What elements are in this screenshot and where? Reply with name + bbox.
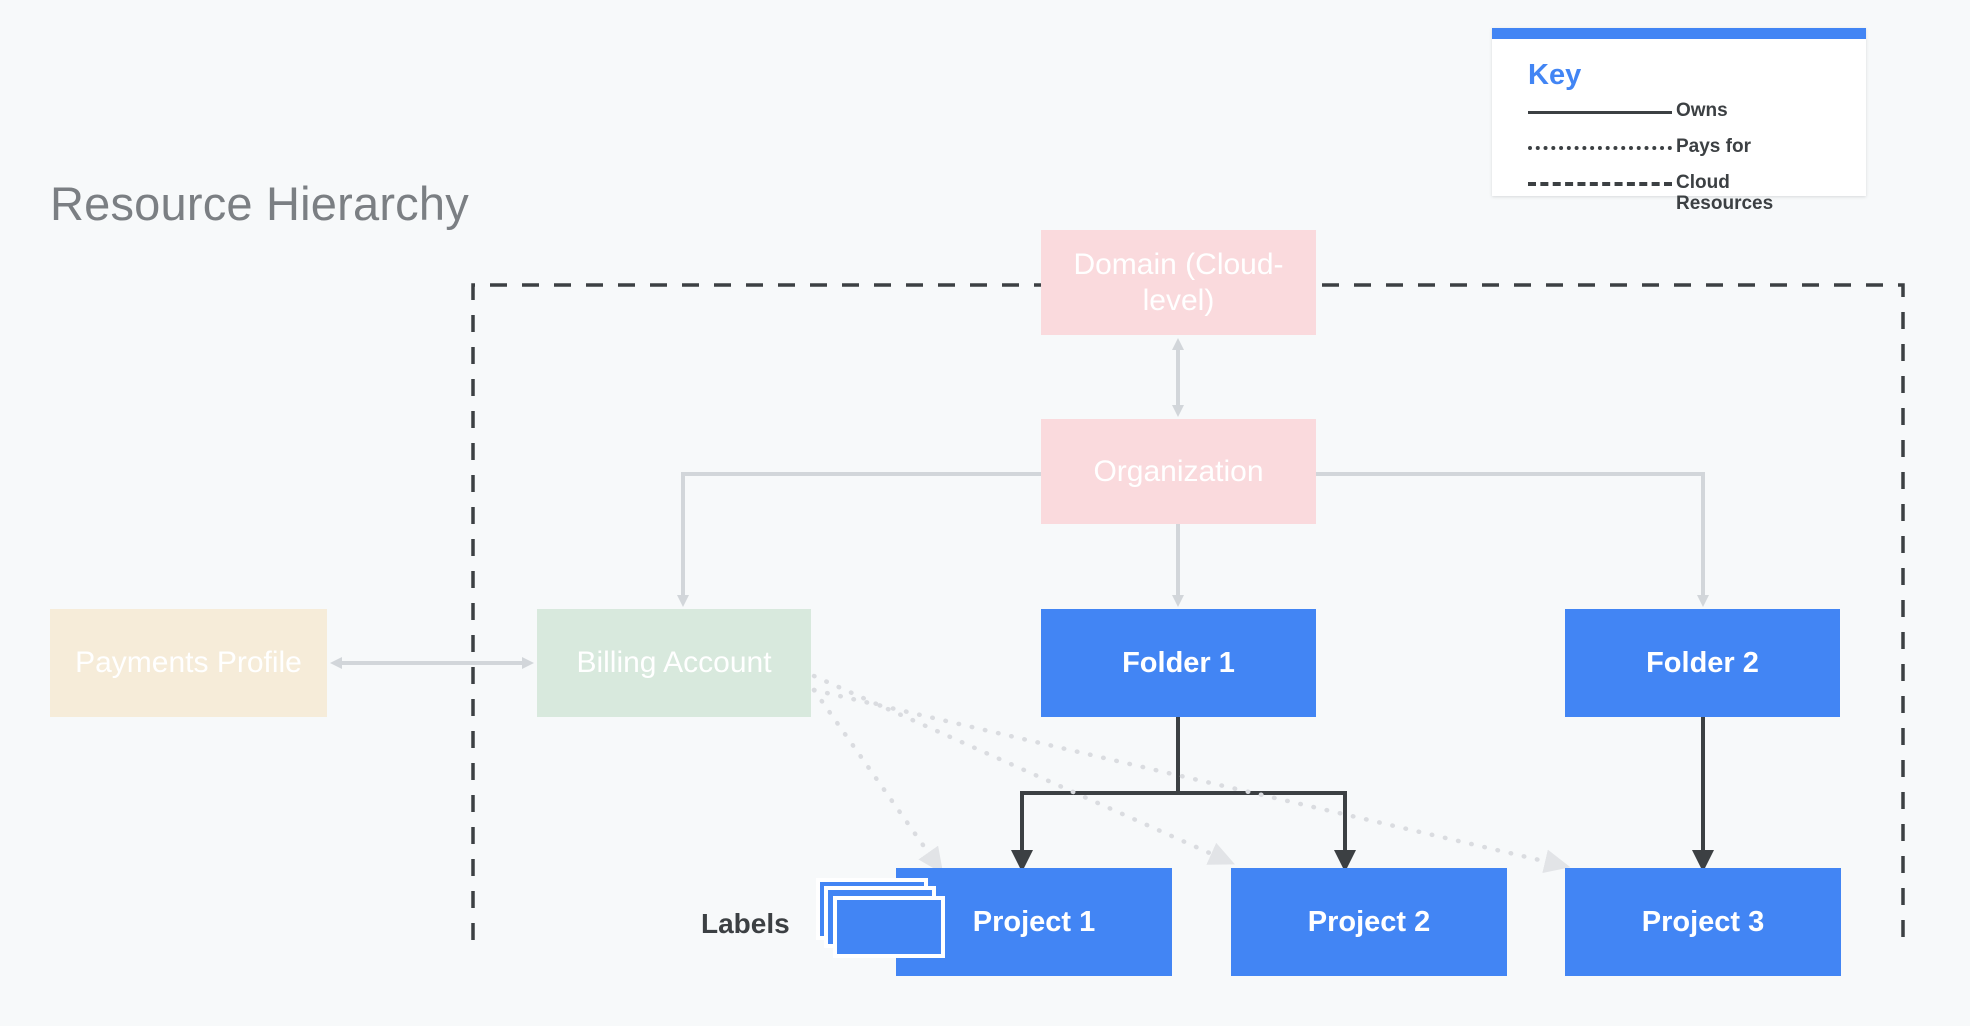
node-organization-label: Organization <box>1093 454 1264 488</box>
node-payments-profile[interactable]: Payments Profile <box>50 609 327 717</box>
node-domain-label: Domain (Cloud-level) <box>1073 247 1284 317</box>
node-project-1[interactable]: Project 1 <box>896 868 1172 976</box>
legend-item-pays-for-label: Pays for <box>1676 136 1751 157</box>
node-billing-account[interactable]: Billing Account <box>537 609 811 717</box>
node-folder-1[interactable]: Folder 1 <box>1041 609 1316 717</box>
node-project-1-label: Project 1 <box>972 905 1096 938</box>
node-folder-2[interactable]: Folder 2 <box>1565 609 1840 717</box>
legend-title: Key <box>1528 59 1582 91</box>
edge-organization-folder2 <box>1316 472 1709 607</box>
legend-line-dotted-icon <box>1528 136 1676 160</box>
legend-item-cloud-resources: Cloud Resources <box>1528 172 1866 220</box>
node-project-2[interactable]: Project 2 <box>1231 868 1507 976</box>
page-title: Resource Hierarchy <box>50 177 469 230</box>
node-folder-2-label: Folder 2 <box>1646 646 1759 679</box>
node-project-3-label: Project 3 <box>1641 905 1765 938</box>
labels-annotation-text: Labels <box>701 908 790 939</box>
legend-line-dashed-icon <box>1528 172 1676 196</box>
legend-line-solid-icon <box>1528 100 1676 124</box>
node-project-2-label: Project 2 <box>1307 905 1431 938</box>
node-organization[interactable]: Organization <box>1041 419 1316 524</box>
legend-item-owns-label: Owns <box>1676 100 1728 121</box>
legend-item-owns: Owns <box>1528 100 1866 134</box>
stacked-cards-icon <box>816 878 946 958</box>
edge-folder1-projects <box>1011 717 1356 872</box>
node-payments-profile-label: Payments Profile <box>75 646 302 679</box>
legend-item-cloud-resources-label: Cloud Resources <box>1676 172 1774 214</box>
legend-accent-bar <box>1492 28 1866 39</box>
node-billing-account-label: Billing Account <box>576 646 772 679</box>
edge-organization-billing-account <box>677 472 1041 607</box>
node-project-3[interactable]: Project 3 <box>1565 868 1841 976</box>
node-domain[interactable]: Domain (Cloud-level) <box>1041 230 1316 335</box>
legend-key-panel: Key Owns Pays for Cloud Resources <box>1492 28 1866 214</box>
legend-item-pays-for: Pays for <box>1528 136 1866 170</box>
node-folder-1-label: Folder 1 <box>1122 646 1235 679</box>
